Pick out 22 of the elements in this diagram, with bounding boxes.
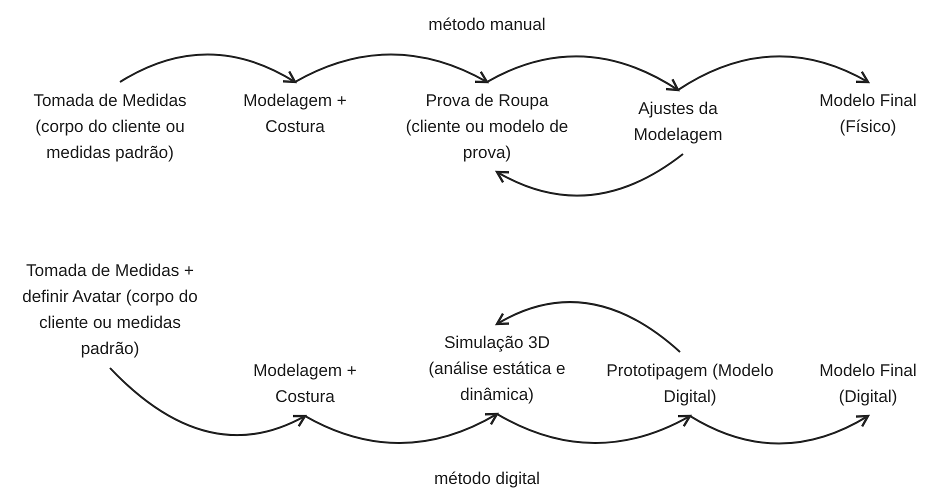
curved-arrow xyxy=(294,54,488,84)
step-label: Prova de Roupa (cliente ou modelo de prova) xyxy=(402,88,572,166)
curved-arrow xyxy=(120,54,296,84)
step-label: Simulação 3D (análise estática e dinâmica) xyxy=(412,330,582,408)
step-label: Prototipagem (Modelo Digital) xyxy=(605,358,775,410)
step-label: Ajustes da Modelagem xyxy=(598,96,758,148)
step-label: Tomada de Medidas + definir Avatar (corpo do cliente ou medidas padrão) xyxy=(15,258,205,362)
curved-arrow xyxy=(496,413,692,444)
curved-arrow xyxy=(690,414,870,444)
step-label: Modelo Final (Digital) xyxy=(803,358,933,410)
curved-arrow xyxy=(496,153,684,197)
curved-arrow xyxy=(109,367,306,436)
flow-label: método digital xyxy=(434,468,540,490)
curved-arrow xyxy=(304,412,498,444)
step-label: Modelagem + Costura xyxy=(235,88,355,140)
curved-arrow xyxy=(496,301,681,353)
step-label: Modelo Final (Físico) xyxy=(803,88,933,140)
step-label: Modelagem + Costura xyxy=(245,358,365,410)
step-label: Tomada de Medidas (corpo do cliente ou medidas padrão) xyxy=(15,88,205,166)
curved-arrow xyxy=(486,56,680,92)
curved-arrow xyxy=(677,56,870,91)
flow-label: método manual xyxy=(428,14,546,36)
